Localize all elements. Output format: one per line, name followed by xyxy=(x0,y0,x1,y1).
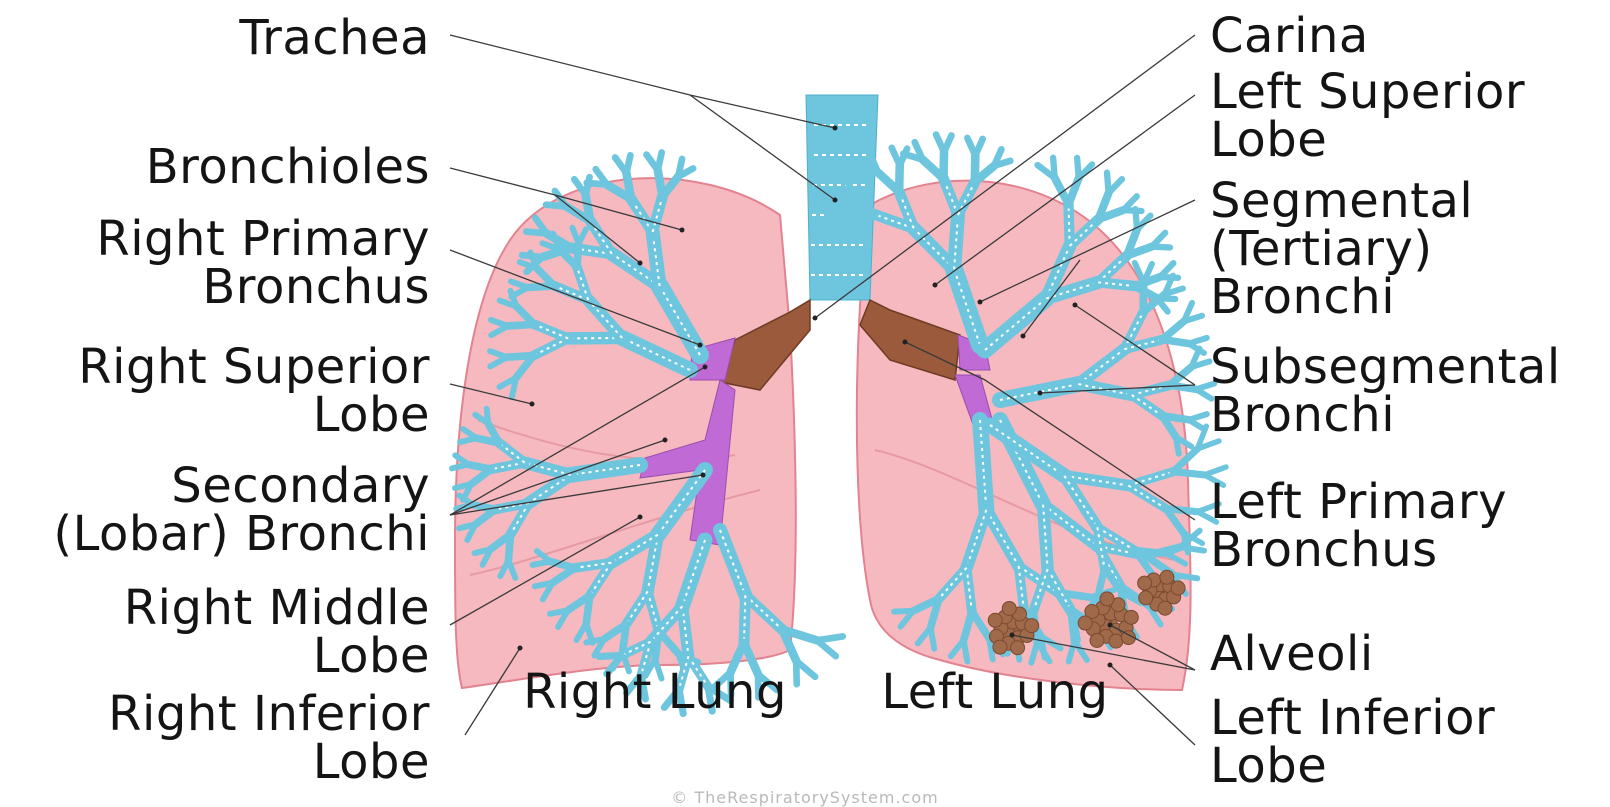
alveolus xyxy=(1100,592,1114,606)
label-left-inferior-lobe: Left Inferior Lobe xyxy=(1210,694,1495,790)
leader-secondary-bronchi-dot xyxy=(701,473,706,478)
label-segmental-bronchi: Segmental (Tertiary) Bronchi xyxy=(1210,177,1473,321)
alveolus xyxy=(1160,570,1174,584)
label-right-superior-lobe: Right Superior Lobe xyxy=(78,343,430,439)
label-alveoli: Alveoli xyxy=(1210,630,1374,678)
alveolus xyxy=(1158,601,1172,615)
alveolus xyxy=(1002,601,1016,615)
bronchus-branch xyxy=(894,611,913,612)
alveolus xyxy=(1124,610,1138,624)
bronchus-branch xyxy=(1173,472,1205,475)
bronchus-branch xyxy=(1069,178,1079,204)
leader-secondary-bronchi-dot xyxy=(663,438,668,443)
bronchus-branch xyxy=(944,135,951,152)
label-secondary-bronchi: Secondary (Lobar) Bronchi xyxy=(53,462,430,558)
bronchus-branch xyxy=(899,165,900,192)
label-right-lung: Right Lung xyxy=(505,668,805,716)
label-carina: Carina xyxy=(1210,12,1369,60)
label-subsegmental-bronchi: Subsegmental Bronchi xyxy=(1210,343,1561,439)
bronchus-branch xyxy=(626,155,630,173)
bronchus-branch xyxy=(1098,282,1135,286)
label-right-inferior-lobe: Right Inferior Lobe xyxy=(108,690,430,786)
alveolus xyxy=(1025,619,1039,633)
bronchus-branch xyxy=(975,139,982,156)
leader-trachea-dot xyxy=(833,198,838,203)
bronchus-branch xyxy=(474,549,490,553)
bronchus-branch xyxy=(1162,340,1188,344)
leader-right-middle-lobe-dot xyxy=(638,515,643,520)
bronchus-branch xyxy=(487,409,489,424)
alveolus xyxy=(1138,576,1152,590)
leader-trachea-dot xyxy=(833,126,838,131)
leader-left-primary-bronchus-dot xyxy=(903,340,908,345)
label-right-middle-lobe: Right Middle Lobe xyxy=(124,584,430,680)
alveolus xyxy=(1011,641,1025,655)
alveolus xyxy=(993,640,1007,654)
leader-right-superior-lobe-dot xyxy=(530,402,535,407)
leader-bronchioles xyxy=(450,168,555,195)
leader-right-inferior-lobe-dot xyxy=(518,646,523,651)
alveolus xyxy=(988,613,1002,627)
bronchus-branch xyxy=(455,484,471,488)
leader-right-primary-bronchus-dot xyxy=(698,343,703,348)
leader-segmental-bronchi-a-dot xyxy=(978,300,983,305)
label-right-primary-bronchus: Right Primary Bronchus xyxy=(96,215,430,311)
bronchus-branch xyxy=(507,356,533,358)
alveolus xyxy=(1171,581,1185,595)
leader-secondary-bronchi-dot xyxy=(703,365,708,370)
label-trachea: Trachea xyxy=(239,14,430,62)
bronchus-branch xyxy=(1152,247,1170,248)
alveolus xyxy=(1078,616,1092,630)
leader-trachea xyxy=(450,35,690,95)
label-left-superior-lobe: Left Superior Lobe xyxy=(1210,68,1525,164)
bronchus-branch xyxy=(459,524,475,528)
bronchus-branch xyxy=(943,152,944,179)
bronchus-branch xyxy=(1189,420,1204,429)
copyright-credit: © TheRespiratorySystem.com xyxy=(0,788,1610,807)
leader-carina-dot xyxy=(813,316,818,321)
bronchus-branch xyxy=(817,640,836,656)
leader-bronchioles-dot xyxy=(638,261,643,266)
bronchus-branch xyxy=(658,152,662,170)
leader-segmental-bronchi-b-dot xyxy=(1021,334,1026,339)
bronchus-branch xyxy=(577,244,579,268)
bronchus-branch xyxy=(1176,437,1179,454)
bronchus-branch xyxy=(468,464,491,469)
bronchus-branch xyxy=(1053,158,1055,178)
leader-bronchioles-dot xyxy=(680,228,685,233)
alveolus xyxy=(1139,591,1153,605)
label-left-lung: Left Lung xyxy=(860,668,1130,716)
bronchus-branch xyxy=(1071,609,1075,640)
bronchus-branch xyxy=(550,610,568,613)
leader-left-superior-lobe-dot xyxy=(933,283,938,288)
leader-subsegmental-bronchi-dot xyxy=(1073,303,1078,308)
leader-subsegmental-bronchi-dot xyxy=(1038,391,1043,396)
leader-alveoli-b-dot xyxy=(1108,623,1113,628)
label-bronchioles: Bronchioles xyxy=(146,143,430,191)
alveolus xyxy=(1109,634,1123,648)
label-left-primary-bronchus: Left Primary Bronchus xyxy=(1210,478,1507,574)
leader-alveoli-a-dot xyxy=(1010,633,1015,638)
bronchus-branch xyxy=(599,656,621,657)
trachea-tube xyxy=(806,95,878,300)
bronchus-branch xyxy=(626,173,631,199)
bronchus-branch xyxy=(586,195,591,221)
bronchus-branch xyxy=(575,563,612,568)
bronchus-branch xyxy=(535,583,553,586)
alveolus xyxy=(1090,633,1104,647)
